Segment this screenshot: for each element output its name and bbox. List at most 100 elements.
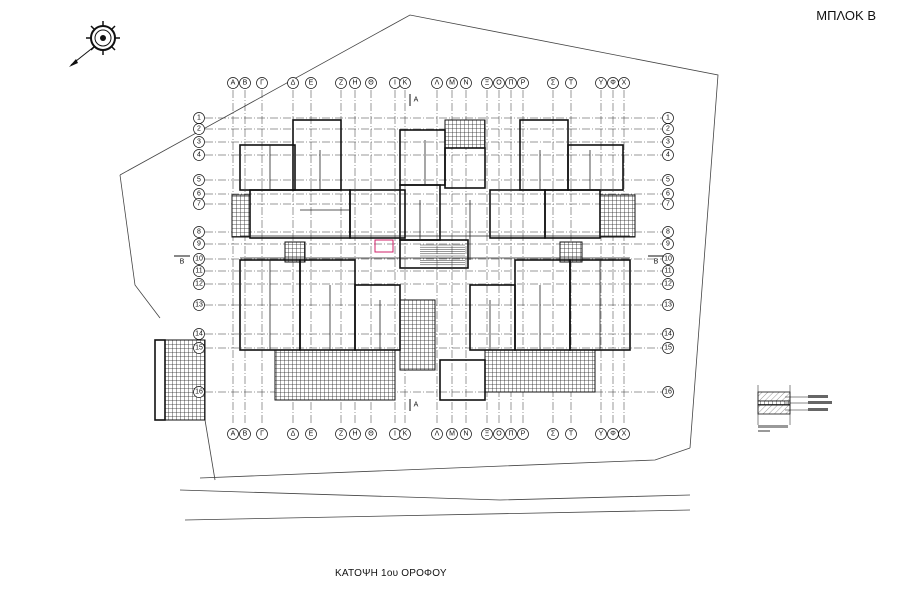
grid-label: 13	[664, 302, 672, 309]
grid-bubble-12: 12	[193, 278, 205, 290]
grid-bubble-Χ: Χ	[618, 428, 630, 440]
grid-bubble-Β: Β	[239, 428, 251, 440]
grid-bubble-10: 10	[193, 253, 205, 265]
grid-label: Φ	[610, 431, 616, 438]
grid-bubble-7: 7	[193, 198, 205, 210]
wall	[567, 144, 624, 191]
grid-label: 14	[664, 331, 672, 338]
grid-bubble-Ε: Ε	[305, 77, 317, 89]
grid-label: 11	[664, 268, 671, 275]
grid-bubble-14: 14	[662, 328, 674, 340]
wall	[439, 359, 486, 401]
grid-bubble-Τ: Τ	[565, 77, 577, 89]
grid-bubble-6: 6	[662, 188, 674, 200]
grid-bubble-Υ: Υ	[595, 77, 607, 89]
grid-bubble-14: 14	[193, 328, 205, 340]
grid-bubble-Φ: Φ	[607, 77, 619, 89]
grid-label: 16	[195, 389, 203, 396]
grid-label: 5	[197, 177, 201, 184]
grid-bubble-1: 1	[662, 112, 674, 124]
grid-bubble-Ρ: Ρ	[517, 428, 529, 440]
grid-bubble-13: 13	[193, 299, 205, 311]
grid-label: 9	[197, 241, 201, 248]
grid-label: 8	[666, 229, 670, 236]
grid-label: 7	[197, 201, 201, 208]
wall	[489, 189, 546, 239]
grid-label: Ο	[496, 431, 502, 438]
grid-bubble-Ι: Ι	[389, 428, 401, 440]
grid-bubble-Τ: Τ	[565, 428, 577, 440]
grid-label: Β	[243, 431, 248, 438]
grid-label: 12	[664, 281, 672, 288]
grid-label: 14	[195, 331, 203, 338]
wall	[239, 144, 296, 191]
tiled-terrace	[284, 241, 306, 263]
wall	[349, 189, 406, 239]
grid-bubble-3: 3	[193, 136, 205, 148]
grid-label: Η	[352, 431, 357, 438]
site-boundary	[119, 14, 719, 521]
grid-label: 4	[666, 152, 670, 159]
grid-label: Τ	[569, 431, 574, 438]
grid-bubble-Λ: Λ	[431, 77, 443, 89]
grid-label: Θ	[368, 80, 374, 87]
grid-bubble-9: 9	[662, 238, 674, 250]
grid-bubble-Α: Α	[227, 77, 239, 89]
grid-bubble-15: 15	[662, 342, 674, 354]
tiled-terrace	[231, 194, 251, 238]
grid-bubble-Ζ: Ζ	[335, 77, 347, 89]
grid-labels: ΑΑΒΒΓΓΔΔΕΕΖΖΗΗΘΘΙΙΚΚΛΛΜΜΝΝΞΞΟΟΠΠΡΡΣΣΤΤΥΥ…	[174, 77, 674, 440]
grid-label: Σ	[551, 80, 556, 87]
grid-label: 6	[666, 191, 670, 198]
grid-label: Π	[508, 80, 513, 87]
tiled-terrace	[274, 349, 396, 401]
grid-label: Λ	[435, 80, 440, 87]
grid-label: Ξ	[485, 80, 490, 87]
grid-bubble-Α: Α	[227, 428, 239, 440]
grid-bubble-Ρ: Ρ	[517, 77, 529, 89]
grid-label: Μ	[449, 80, 455, 87]
grid-bubble-Σ: Σ	[547, 428, 559, 440]
grid-label: 8	[197, 229, 201, 236]
wall	[544, 189, 601, 239]
grid-bubble-Θ: Θ	[365, 77, 377, 89]
grid-label: 1	[197, 115, 201, 122]
grid-label: Γ	[260, 80, 264, 87]
wall	[249, 189, 351, 239]
grid-bubble-Γ: Γ	[256, 77, 268, 89]
grid-bubble-Δ: Δ	[287, 428, 299, 440]
grid-bubble-Ι: Ι	[389, 77, 401, 89]
grid-label: Ρ	[521, 431, 526, 438]
grid-label: 3	[666, 139, 670, 146]
tiled-terrace	[559, 241, 583, 263]
tiled-terrace	[599, 194, 636, 238]
grid-bubble-12: 12	[662, 278, 674, 290]
grid-bubble-Θ: Θ	[365, 428, 377, 440]
block-title: ΜΠΛΟΚ Β	[816, 8, 876, 23]
grid-bubble-16: 16	[193, 386, 205, 398]
grid-bubble-Γ: Γ	[256, 428, 268, 440]
grid-label: 12	[195, 281, 203, 288]
section-mark-vertical: Α	[414, 97, 419, 104]
grid-bubble-Σ: Σ	[547, 77, 559, 89]
grid-bubble-Η: Η	[349, 77, 361, 89]
grid-label: Υ	[599, 431, 604, 438]
grid-label: 2	[666, 126, 670, 133]
section-mark-horizontal: Β	[180, 259, 185, 266]
grid-bubble-5: 5	[662, 174, 674, 186]
grid-bubble-Δ: Δ	[287, 77, 299, 89]
grid-label: Χ	[622, 80, 627, 87]
grid-label: Α	[231, 80, 236, 87]
wall	[354, 284, 401, 351]
grid-bubble-3: 3	[662, 136, 674, 148]
grid-bubble-8: 8	[662, 226, 674, 238]
grid-label: Ξ	[485, 431, 490, 438]
grid-bubble-Ο: Ο	[493, 77, 505, 89]
grid-label: Ρ	[521, 80, 526, 87]
compass-icon	[69, 21, 120, 67]
grid-label: 11	[195, 268, 202, 275]
grid-label: 7	[666, 201, 670, 208]
grid-bubble-Φ: Φ	[607, 428, 619, 440]
grid-label: 6	[197, 191, 201, 198]
grid-bubble-Π: Π	[505, 77, 517, 89]
